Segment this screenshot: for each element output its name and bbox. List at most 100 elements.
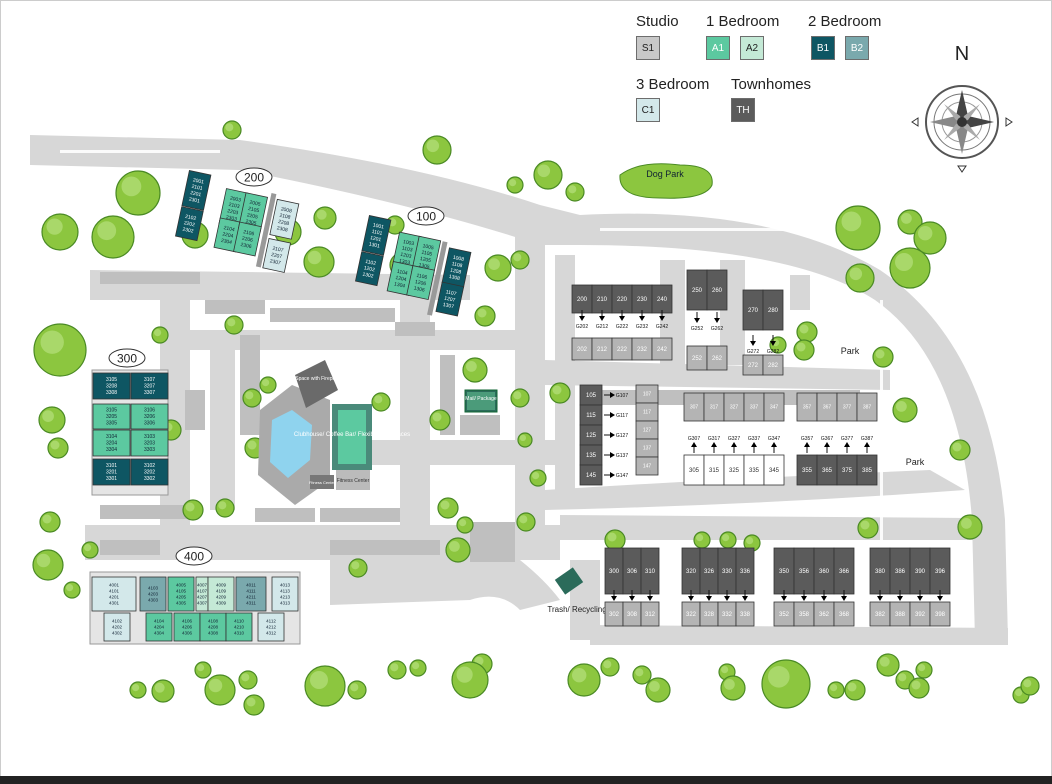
townhome-125[interactable]: 125	[579, 424, 603, 446]
townhome-row-252-262[interactable]: 262	[706, 345, 728, 371]
townhome-127[interactable]: 127	[635, 420, 659, 440]
townhome-row-352-352[interactable]: 352	[773, 601, 795, 627]
townhome-row-300-300[interactable]: 300	[604, 547, 624, 595]
townhome-row-380-396[interactable]: 396	[929, 547, 951, 595]
townhome-row-305-305[interactable]: 305	[683, 454, 705, 486]
townhome-row-352-368[interactable]: 368	[833, 601, 855, 627]
townhome-row-322-338[interactable]: 338	[735, 601, 755, 627]
townhome-105[interactable]: 105	[579, 384, 603, 406]
townhome-row-305-335[interactable]: 335	[743, 454, 765, 486]
townhome-row-322-332[interactable]: 332	[717, 601, 737, 627]
townhome-row-357-387[interactable]: 387	[856, 392, 878, 422]
legend-swatch-b1[interactable]: B1	[811, 36, 835, 60]
townhome-row-320-326[interactable]: 326	[699, 547, 719, 595]
townhome-row-355-375[interactable]: 375	[836, 454, 858, 486]
townhome-row-270-280[interactable]: 280	[762, 289, 784, 331]
townhome-row-355-385[interactable]: 385	[856, 454, 878, 486]
townhome-row-302-308[interactable]: 308	[622, 601, 642, 627]
townhome-row-320-330[interactable]: 330	[717, 547, 737, 595]
townhome-row-300-306[interactable]: 306	[622, 547, 642, 595]
townhome-row-307-327[interactable]: 327	[723, 392, 745, 422]
townhome-row-322-322[interactable]: 322	[681, 601, 701, 627]
townhome-row-252-252[interactable]: 252	[686, 345, 708, 371]
townhome-row-305-315[interactable]: 315	[703, 454, 725, 486]
townhome-row-200-240[interactable]: 240	[651, 284, 673, 314]
townhome-row-320-336[interactable]: 336	[735, 547, 755, 595]
trash-recycling[interactable]: Trash/ Recycling	[547, 567, 607, 614]
townhome-row-302-312[interactable]: 312	[640, 601, 660, 627]
townhome-row-355-365[interactable]: 365	[816, 454, 838, 486]
townhome-row-202-202[interactable]: 202	[571, 337, 593, 361]
townhome-row-357-377[interactable]: 377	[836, 392, 858, 422]
townhome-row-305-345[interactable]: 345	[763, 454, 785, 486]
townhome-row-202-222[interactable]: 222	[611, 337, 633, 361]
townhome-row-307-347[interactable]: 347	[763, 392, 785, 422]
townhome-row-305-325[interactable]: 325	[723, 454, 745, 486]
townhome-row-322-328[interactable]: 328	[699, 601, 719, 627]
legend-swatch-s1[interactable]: S1	[636, 36, 660, 60]
townhome-row-202-232[interactable]: 232	[631, 337, 653, 361]
townhome-row-270-270[interactable]: 270	[742, 289, 764, 331]
townhome-row-202-242[interactable]: 242	[651, 337, 673, 361]
townhome-row-200-220[interactable]: 220	[611, 284, 633, 314]
townhome-147[interactable]: 147	[635, 456, 659, 476]
townhome-row-357-357[interactable]: 357	[796, 392, 818, 422]
townhome-115[interactable]: 115	[579, 404, 603, 426]
townhome-107[interactable]: 107	[635, 384, 659, 404]
townhome-117[interactable]: 117	[635, 402, 659, 422]
townhome-row-352-362[interactable]: 362	[813, 601, 835, 627]
townhome-row-382-382[interactable]: 382	[869, 601, 891, 627]
townhome-row-382-392[interactable]: 392	[909, 601, 931, 627]
legend-swatch-a2[interactable]: A2	[740, 36, 764, 60]
townhome-row-320-320[interactable]: 320	[681, 547, 701, 595]
townhome-row-355-355[interactable]: 355	[796, 454, 818, 486]
townhome-145[interactable]: 145	[579, 464, 603, 486]
townhome-row-350-350[interactable]: 350	[773, 547, 795, 595]
townhome-row-350-366[interactable]: 366	[833, 547, 855, 595]
townhome-row-307-307[interactable]: 307	[683, 392, 705, 422]
townhome-row-307-317[interactable]: 317	[703, 392, 725, 422]
townhome-row-300-310[interactable]: 310	[640, 547, 660, 595]
mail-package[interactable]: Mail/ Package	[464, 389, 498, 413]
townhome-row-272-282[interactable]: 282	[762, 354, 784, 376]
townhome-row-350-360[interactable]: 360	[813, 547, 835, 595]
legend-swatch-th[interactable]: TH	[731, 98, 755, 122]
townhome-row-250-260[interactable]: 260	[706, 269, 728, 311]
townhome-row-200-230[interactable]: 230	[631, 284, 653, 314]
townhome-row-352-358[interactable]: 358	[793, 601, 815, 627]
legend-swatch-c1[interactable]: C1	[636, 98, 660, 122]
townhome-row-200-200[interactable]: 200	[571, 284, 593, 314]
townhome-row-202-212[interactable]: 212	[591, 337, 613, 361]
townhome-row-250-250[interactable]: 250	[686, 269, 708, 311]
townhome-row-380-386[interactable]: 386	[889, 547, 911, 595]
townhome-row-357-367[interactable]: 367	[816, 392, 838, 422]
townhome-137[interactable]: 137	[635, 438, 659, 458]
